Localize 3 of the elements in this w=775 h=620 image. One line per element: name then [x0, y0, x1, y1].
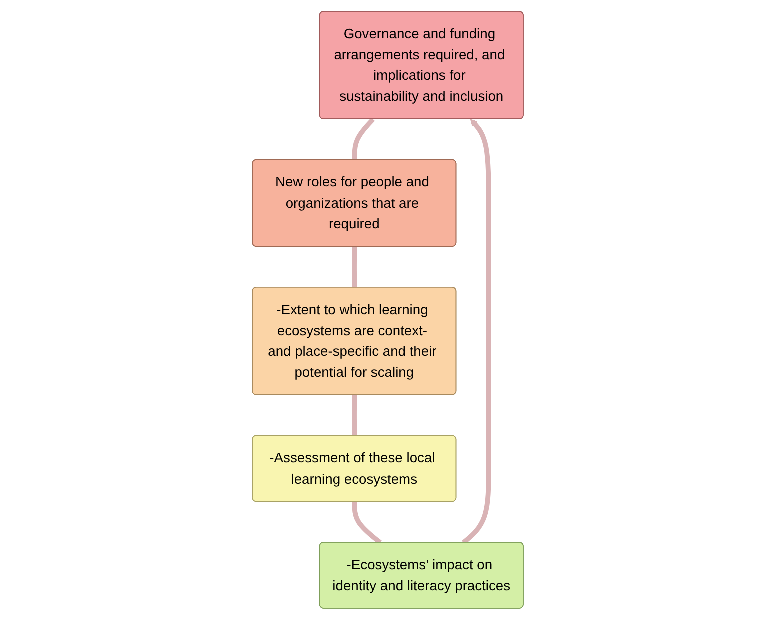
connector: [352, 395, 357, 436]
connector: [352, 118, 375, 160]
connector: [352, 246, 357, 288]
